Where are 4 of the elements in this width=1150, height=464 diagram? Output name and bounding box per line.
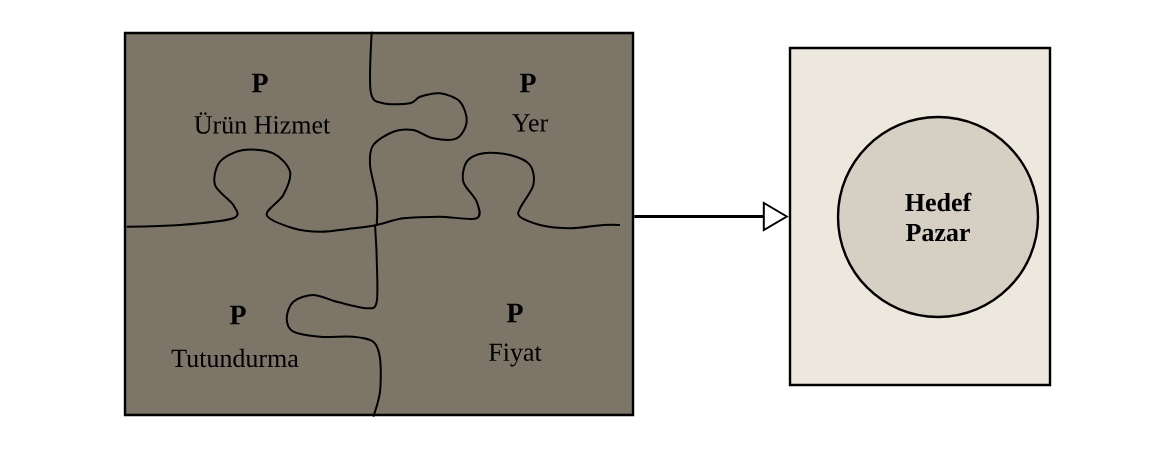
puzzle-piece-label: P Yer (512, 73, 548, 132)
puzzle-piece-label: P Fiyat (489, 303, 542, 367)
puzzle-piece-label: P Ürün Hizmet (194, 73, 331, 134)
puzzle-piece-label: P Tutundurma (171, 305, 299, 368)
